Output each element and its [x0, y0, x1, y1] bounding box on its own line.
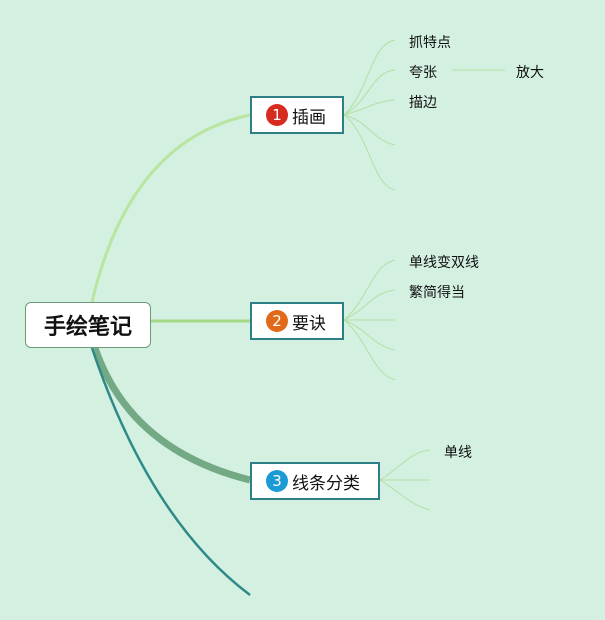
number-badge-3: 3: [266, 470, 288, 492]
branch-node-tips[interactable]: 2 要诀: [250, 302, 344, 340]
leaf-node[interactable]: 夸张: [409, 65, 437, 81]
branch-label: 要诀: [292, 313, 326, 334]
leaf-node[interactable]: 单线: [444, 445, 472, 461]
number-badge-2: 2: [266, 310, 288, 332]
leaf-node[interactable]: 抓特点: [409, 35, 451, 51]
branch2-leaf-links: [343, 259, 396, 381]
branch-node-line-types[interactable]: 3 线条分类: [250, 462, 380, 500]
branch-node-illustration[interactable]: 1 插画: [250, 96, 344, 134]
branch-label: 插画: [292, 107, 326, 128]
link-root-branch3: [91, 346, 251, 484]
leaf-node-grandchild[interactable]: 放大: [516, 65, 544, 81]
root-node-label: 手绘笔记: [43, 315, 132, 340]
branch3-leaf-links: [379, 449, 431, 511]
leaf-node[interactable]: 繁简得当: [409, 285, 465, 301]
leaf-node[interactable]: 描边: [409, 95, 437, 111]
branch-label: 线条分类: [292, 473, 360, 494]
branch1-leaf-links: [343, 39, 505, 191]
leaf-node[interactable]: 单线变双线: [409, 255, 479, 271]
root-node[interactable]: 手绘笔记: [25, 302, 151, 348]
number-badge-1: 1: [266, 104, 288, 126]
link-root-branch1: [90, 113, 251, 303]
link-root-extra: [90, 347, 251, 596]
